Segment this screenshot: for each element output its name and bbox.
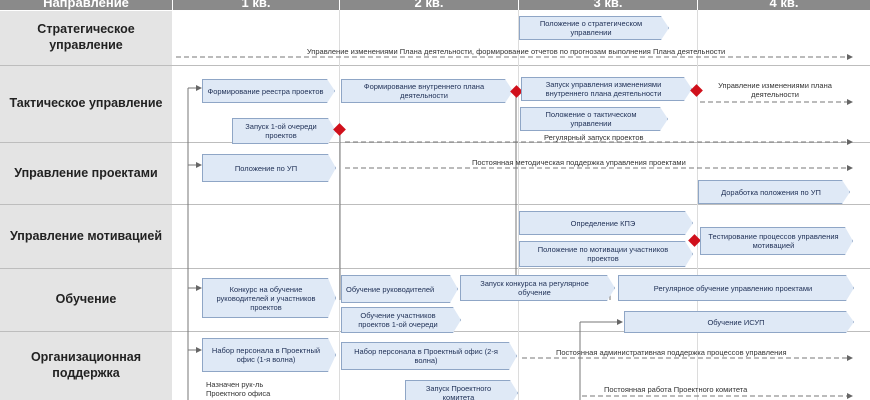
- row-label-strategic: Стратегическое управление: [0, 11, 172, 65]
- row-divider: [0, 65, 870, 66]
- task-org-staff2: Набор персонала в Проектный офис (2-я во…: [341, 342, 517, 370]
- task-tac-queue: Запуск 1-ой очереди проектов: [232, 118, 336, 144]
- task-tr-launch: Запуск конкурса на регулярное обучение: [460, 275, 615, 301]
- header-direction: Направление: [0, 0, 172, 10]
- note-pm-support: Постоянная методическая поддержка управл…: [472, 158, 686, 167]
- task-tac-reg: Положение о тактическом управлении: [520, 107, 668, 131]
- task-mot-reg: Положение по мотивации участников проект…: [519, 241, 693, 267]
- header-q2-label: 2 кв.: [414, 0, 444, 10]
- header-q4: 4 кв.: [698, 0, 870, 10]
- row-label-projects: Управление проектами: [0, 143, 172, 204]
- row-label-training: Обучение: [0, 269, 172, 331]
- note-strat-line: Управление изменениями Плана деятельност…: [306, 47, 726, 56]
- quarter-divider: [697, 10, 698, 400]
- task-pm-refine: Доработка положения по УП: [698, 180, 850, 204]
- task-tr-regular: Регулярное обучение управлению проектами: [618, 275, 854, 301]
- quarter-divider: [518, 10, 519, 400]
- task-tr-isup: Обучение ИСУП: [624, 311, 854, 333]
- note-org-support: Постоянная административная поддержка пр…: [556, 348, 787, 357]
- task-tr-contest: Конкурс на обучение руководителей и учас…: [202, 278, 336, 318]
- note-org-committee: Постоянная работа Проектного комитета: [604, 385, 748, 394]
- header-q1: 1 кв.: [173, 0, 339, 10]
- task-tac-registry: Формирование реестра проектов: [202, 79, 335, 103]
- task-tr-leaders: Обучение руководителей: [341, 275, 458, 303]
- note-tac-change: Управление изменениями плана деятельност…: [718, 81, 832, 99]
- note-org-head: Назначен рук-ль Проектного офиса: [206, 380, 271, 398]
- row-divider: [0, 204, 870, 205]
- task-pm-reg: Положение по УП: [202, 154, 336, 182]
- task-strat-reg: Положение о стратегическом управлении: [519, 16, 669, 40]
- row-label-org: Организационная поддержка: [0, 332, 172, 400]
- row-label-motivation: Управление мотивацией: [0, 205, 172, 268]
- task-org-staff1: Набор персонала в Проектный офис (1-я во…: [202, 338, 336, 372]
- note-tac-regular: Регулярный запуск проектов: [544, 133, 644, 142]
- task-mot-kpi: Определение КПЭ: [519, 211, 693, 235]
- task-mot-test: Тестирование процессов управления мотива…: [700, 227, 853, 255]
- row-label-tactical: Тактическое управление: [0, 66, 172, 142]
- header-q4-label: 4 кв.: [769, 0, 799, 10]
- row-divider: [0, 268, 870, 269]
- header-q3: 3 кв.: [519, 0, 697, 10]
- header-q1-label: 1 кв.: [241, 0, 271, 10]
- header-q3-label: 3 кв.: [593, 0, 623, 10]
- task-tac-plan: Формирование внутреннего плана деятельно…: [341, 79, 513, 103]
- header-q2: 2 кв.: [340, 0, 518, 10]
- task-org-committee-launch: Запуск Проектного комитета: [405, 380, 518, 400]
- task-tr-members: Обучение участников проектов 1-ой очеред…: [341, 307, 461, 333]
- header-direction-label: Направление: [43, 0, 129, 10]
- task-tac-launch: Запуск управления изменениями внутреннег…: [521, 77, 692, 101]
